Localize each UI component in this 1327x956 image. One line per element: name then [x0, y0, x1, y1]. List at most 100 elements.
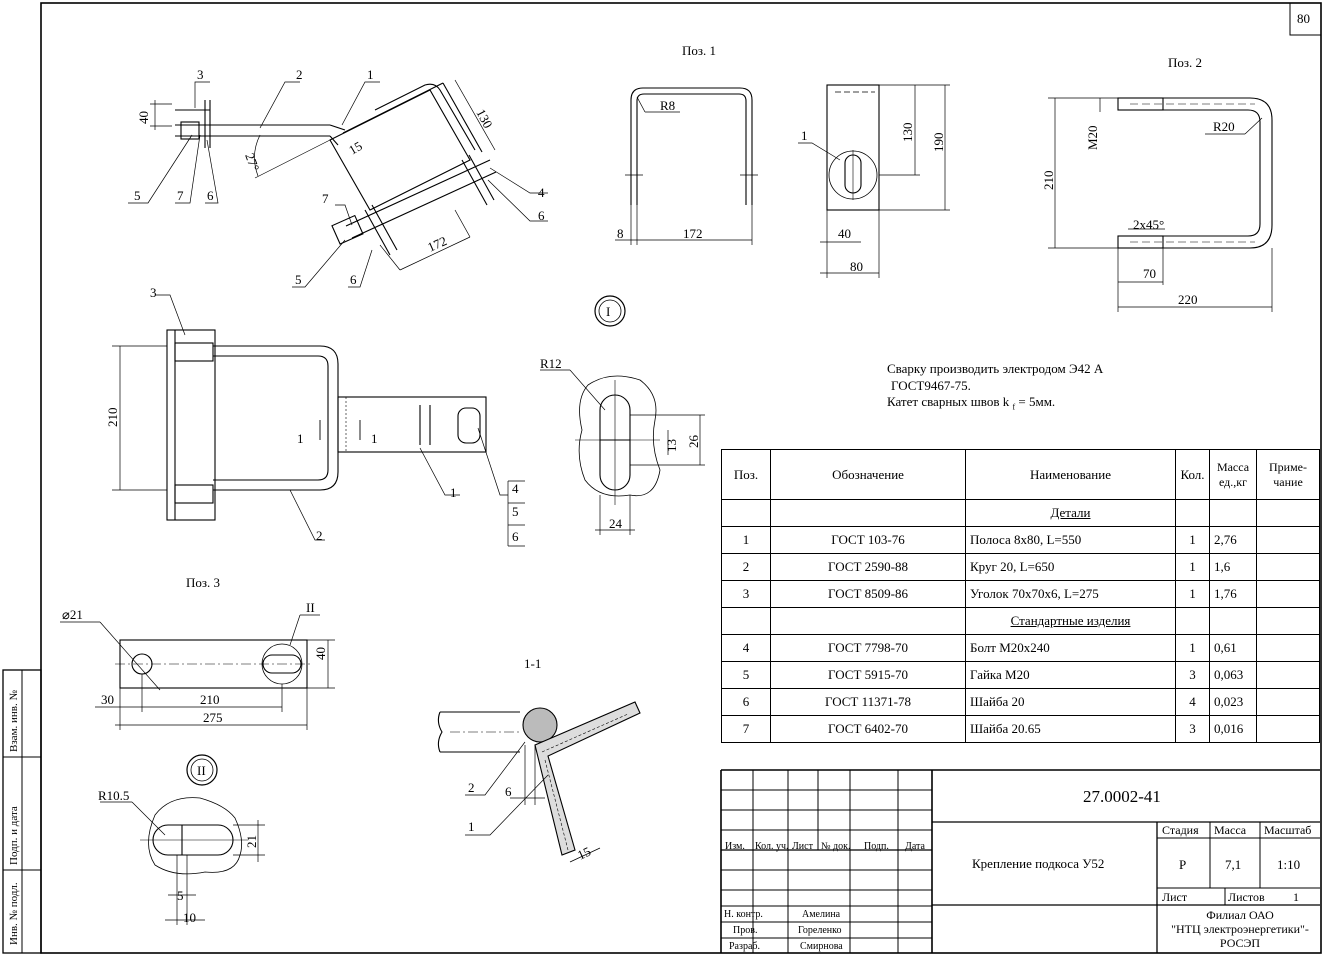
- detail-label-1: I: [606, 304, 610, 319]
- tb-col: Подп.: [864, 841, 889, 852]
- tb-col: Кол. уч.: [755, 841, 789, 852]
- note-line-2: ГОСТ9467-75.: [891, 378, 971, 393]
- tb-role: Разраб.: [729, 941, 760, 952]
- cell: Круг 20, L=650: [965, 553, 1176, 581]
- detail-ref: II: [306, 600, 315, 615]
- view-title-pos2: Поз. 2: [1168, 55, 1202, 70]
- tb-role: Н. контр.: [724, 909, 763, 920]
- col-header: Обозначение: [770, 449, 966, 500]
- cell: 3: [1175, 661, 1210, 689]
- callout: 4: [538, 185, 545, 200]
- cell: 1: [1175, 526, 1210, 554]
- cell: 1: [1175, 580, 1210, 608]
- dim: 190: [931, 133, 946, 153]
- cell: 0,023: [1209, 688, 1257, 716]
- scale-value: 1:10: [1277, 857, 1301, 872]
- cell: 1: [721, 526, 771, 554]
- sheet-label: Лист: [1162, 890, 1188, 904]
- org-line-1: Филиал ОАО: [1206, 908, 1274, 922]
- dim: 40: [136, 111, 151, 124]
- sheets-label: Листов: [1228, 890, 1265, 904]
- cell: 3: [721, 580, 771, 608]
- callout: 1: [801, 128, 808, 143]
- scale-label: Масштаб: [1264, 823, 1312, 837]
- note-line-1: Сварку производить электродом Э42 А: [887, 361, 1104, 376]
- cell: 2,76: [1209, 526, 1257, 554]
- callout: 6: [512, 529, 519, 544]
- callout: 5: [134, 188, 141, 203]
- cell: ГОСТ 5915-70: [770, 661, 966, 689]
- dim: 210: [105, 408, 120, 428]
- tb-col: Изм.: [725, 841, 745, 852]
- dim: 6: [505, 784, 512, 799]
- dim: R8: [660, 98, 675, 113]
- org-line-2: "НТЦ электроэнергетики"-: [1171, 922, 1309, 936]
- callout: 1: [367, 67, 374, 82]
- dim: 24: [609, 516, 623, 531]
- callout: 6: [350, 272, 357, 287]
- cell: 1,76: [1209, 580, 1257, 608]
- stamp-sign-date: Подп. и дата: [8, 806, 20, 865]
- col-header: Кол.: [1175, 449, 1210, 500]
- callout: 2: [468, 780, 475, 795]
- dim: 13: [664, 439, 679, 452]
- dim: 10: [183, 910, 196, 925]
- cell: 1,6: [1209, 553, 1257, 581]
- cell: 6: [721, 688, 771, 716]
- col-header: Поз.: [721, 449, 771, 500]
- dim: 8: [617, 226, 624, 241]
- dim: 220: [1178, 292, 1198, 307]
- col-header: Масса ед.,кг: [1209, 449, 1257, 500]
- dim: R10.5: [98, 788, 129, 803]
- cell: 2: [721, 553, 771, 581]
- callout: 4: [512, 481, 519, 496]
- sheet-number: 80: [1297, 11, 1310, 26]
- dim: 210: [200, 692, 220, 707]
- stage-value: Р: [1179, 857, 1187, 872]
- dim: 5: [177, 888, 184, 903]
- dim: 21: [244, 835, 259, 848]
- cell: ГОСТ 103-76: [770, 526, 966, 554]
- dim: 40: [313, 647, 328, 660]
- cell: 0,016: [1209, 715, 1257, 743]
- specification-table: Поз. Обозначение Наименование Кол. Масса…: [721, 449, 1320, 743]
- note-line-3: Катет сварных швов k f = 5мм.: [887, 394, 1056, 412]
- tb-role: Пров.: [733, 925, 758, 936]
- view-title-pos1: Поз. 1: [682, 43, 716, 58]
- dim: 27°: [242, 151, 262, 173]
- cell: 5: [721, 661, 771, 689]
- callout: 5: [512, 504, 519, 519]
- detail-label-2: II: [197, 763, 206, 778]
- tb-name: Смирнова: [800, 941, 843, 952]
- col-header: Приме-чание: [1256, 449, 1320, 500]
- callout: 5: [295, 272, 302, 287]
- section-mark: 1: [371, 431, 378, 446]
- dim: 172: [425, 233, 449, 255]
- callout: 7: [177, 188, 184, 203]
- dim: 172: [683, 226, 703, 241]
- dim: 2x45°: [1133, 217, 1164, 232]
- cell: ГОСТ 6402-70: [770, 715, 966, 743]
- sheets-value: 1: [1293, 890, 1299, 904]
- cell: 3: [1175, 715, 1210, 743]
- cell: 1: [1175, 553, 1210, 581]
- dim: 210: [1041, 171, 1056, 191]
- stamp-inv-orig: Инв. № подл.: [8, 882, 20, 945]
- cell: Болт М20x240: [965, 634, 1176, 662]
- col-header: Наименование: [965, 449, 1176, 500]
- callout: 2: [296, 67, 303, 82]
- dim: 275: [203, 710, 223, 725]
- dim: 130: [900, 123, 915, 143]
- dim: 70: [1143, 266, 1156, 281]
- cell: Шайба 20.65: [965, 715, 1176, 743]
- cell: ГОСТ 2590-88: [770, 553, 966, 581]
- tb-col: № док.: [821, 841, 851, 852]
- doc-number: 27.0002-41: [1083, 787, 1161, 806]
